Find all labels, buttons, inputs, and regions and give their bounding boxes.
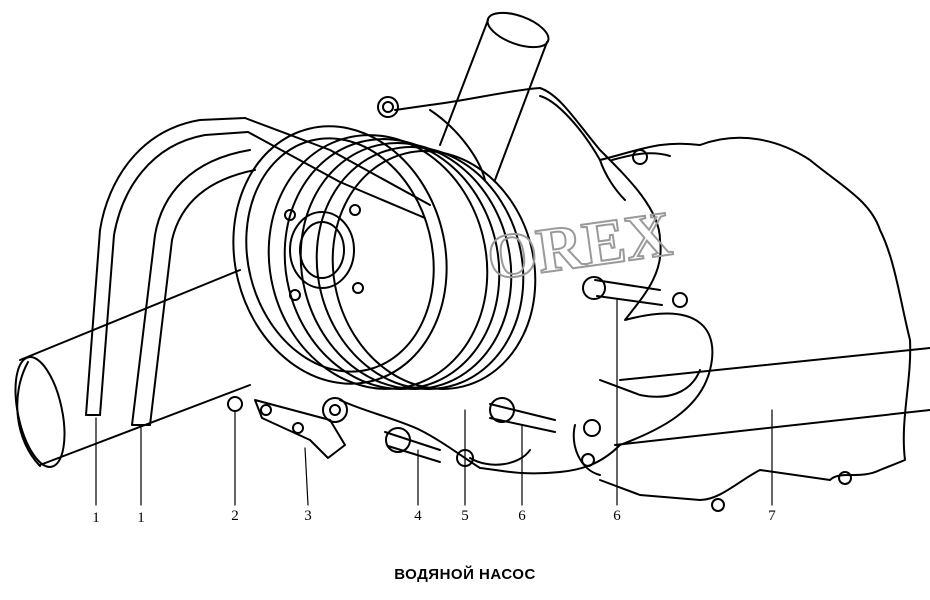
callout-5-water-pump: 5 xyxy=(461,508,469,524)
callout-7-gasket: 7 xyxy=(768,508,776,524)
bracket xyxy=(227,396,348,459)
outlet-neck xyxy=(439,11,550,181)
watermark-logo: OREX xyxy=(483,198,676,294)
callout-1-hose-a: 1 xyxy=(92,510,100,526)
callout-labels: 1 1 2 3 4 5 6 6 7 xyxy=(92,508,776,526)
callout-6-bolt-a: 6 xyxy=(518,508,526,524)
diagram-caption: ВОДЯНОЙ НАСОС xyxy=(394,566,536,583)
callout-6-bolt-b: 6 xyxy=(613,508,621,524)
hoses xyxy=(85,117,431,426)
inlet-pipe xyxy=(14,269,251,468)
pulley xyxy=(232,125,537,390)
callout-1-hose-b: 1 xyxy=(137,510,145,526)
callout-4-bolt: 4 xyxy=(414,508,422,524)
engine-block-outline xyxy=(599,136,930,512)
callout-3-bracket: 3 xyxy=(304,508,312,524)
callout-2-nut: 2 xyxy=(231,508,239,524)
bolts xyxy=(384,276,663,463)
leader-lines xyxy=(95,299,773,506)
